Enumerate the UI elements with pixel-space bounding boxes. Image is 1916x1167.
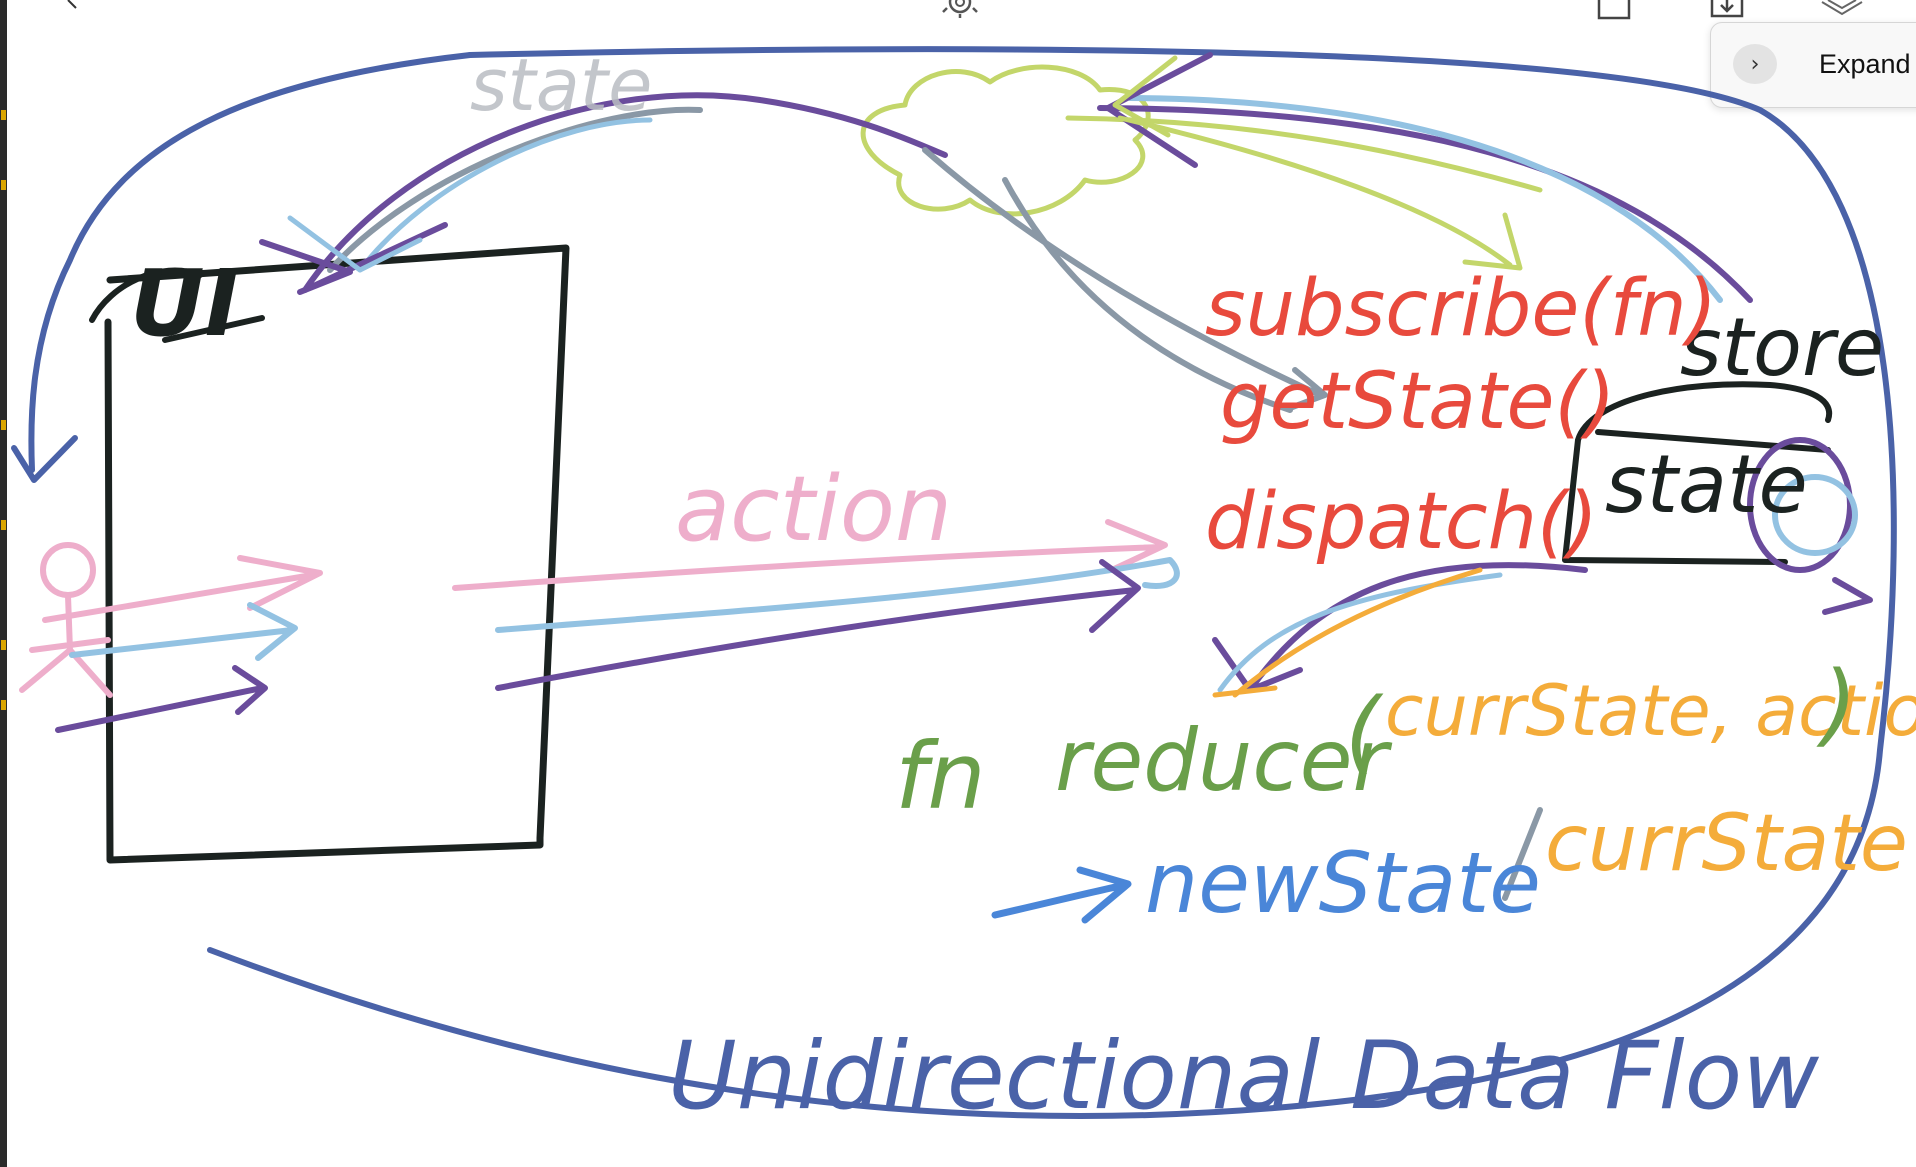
reducer-close-paren: ) <box>1816 652 1857 757</box>
outer-flow-arrowhead <box>11 435 78 483</box>
chevron-right-icon[interactable]: › <box>1733 44 1777 84</box>
user-figure <box>19 542 113 698</box>
store-link-purple <box>1097 105 1753 303</box>
expand-button-label[interactable]: Expand <box>1819 49 1911 79</box>
store-link-lightblue <box>1127 95 1723 303</box>
action-arrow-purple <box>495 559 1141 691</box>
ui-label-underline <box>89 267 265 343</box>
settings-icon[interactable] <box>935 0 985 22</box>
new-state-label: newState <box>1145 834 1541 932</box>
subscription-arc-grey <box>327 106 703 273</box>
outer-flow-left-arc <box>28 52 473 473</box>
reducer-name: reducer <box>1055 711 1393 811</box>
reducer-arrow-orange <box>1212 567 1483 698</box>
outer-flow-loop <box>207 46 1897 1120</box>
store-state-label: state <box>1605 438 1808 531</box>
subscription-arc-lightblue <box>357 117 653 273</box>
state-scribble <box>1747 437 1873 615</box>
reducer-open-paren: ( <box>1345 679 1384 784</box>
user-arrow-lightblue <box>69 602 298 661</box>
store-container <box>1562 381 1833 565</box>
return-arrow-blue <box>991 866 1132 924</box>
action-arrow-lightblue <box>495 557 1180 633</box>
left-window-edge <box>0 0 7 1167</box>
state-top-label: state <box>470 43 652 127</box>
user-arrow-purple <box>55 665 268 733</box>
download-icon[interactable] <box>1708 0 1748 24</box>
reducer-args: currState, action <box>1385 670 1916 752</box>
ui-arrowhead-lightblue <box>287 215 423 273</box>
user-arrow-pink <box>42 555 323 623</box>
expand-panel: › Expand <box>1710 22 1916 108</box>
api-getstate: getState() <box>1220 357 1615 447</box>
action-arrow-pink <box>452 519 1168 591</box>
ui-label: UI <box>130 250 239 357</box>
layers-icon[interactable] <box>1820 0 1864 20</box>
subscribe-arrow-lime <box>1117 115 1523 271</box>
share-icon[interactable] <box>1595 0 1635 24</box>
reducer-fn-keyword: fn <box>895 723 986 830</box>
store-arrowhead-purple <box>1105 52 1213 168</box>
subscription-arc-purple <box>302 92 948 293</box>
getstate-arrow-grey <box>922 147 1328 413</box>
action-label: action <box>675 457 952 562</box>
api-subscribe: subscribe(fn) <box>1205 264 1717 354</box>
diagram-caption: Unidirectional Data Flow <box>668 1022 1819 1131</box>
back-icon[interactable] <box>58 0 98 20</box>
store-label: store <box>1680 301 1884 394</box>
api-dispatch: dispatch() <box>1205 477 1598 567</box>
ui-arrowhead-purple <box>259 222 448 295</box>
curr-state-label: currState <box>1545 799 1908 889</box>
ui-box <box>104 244 570 864</box>
slash-separator <box>1502 807 1543 901</box>
